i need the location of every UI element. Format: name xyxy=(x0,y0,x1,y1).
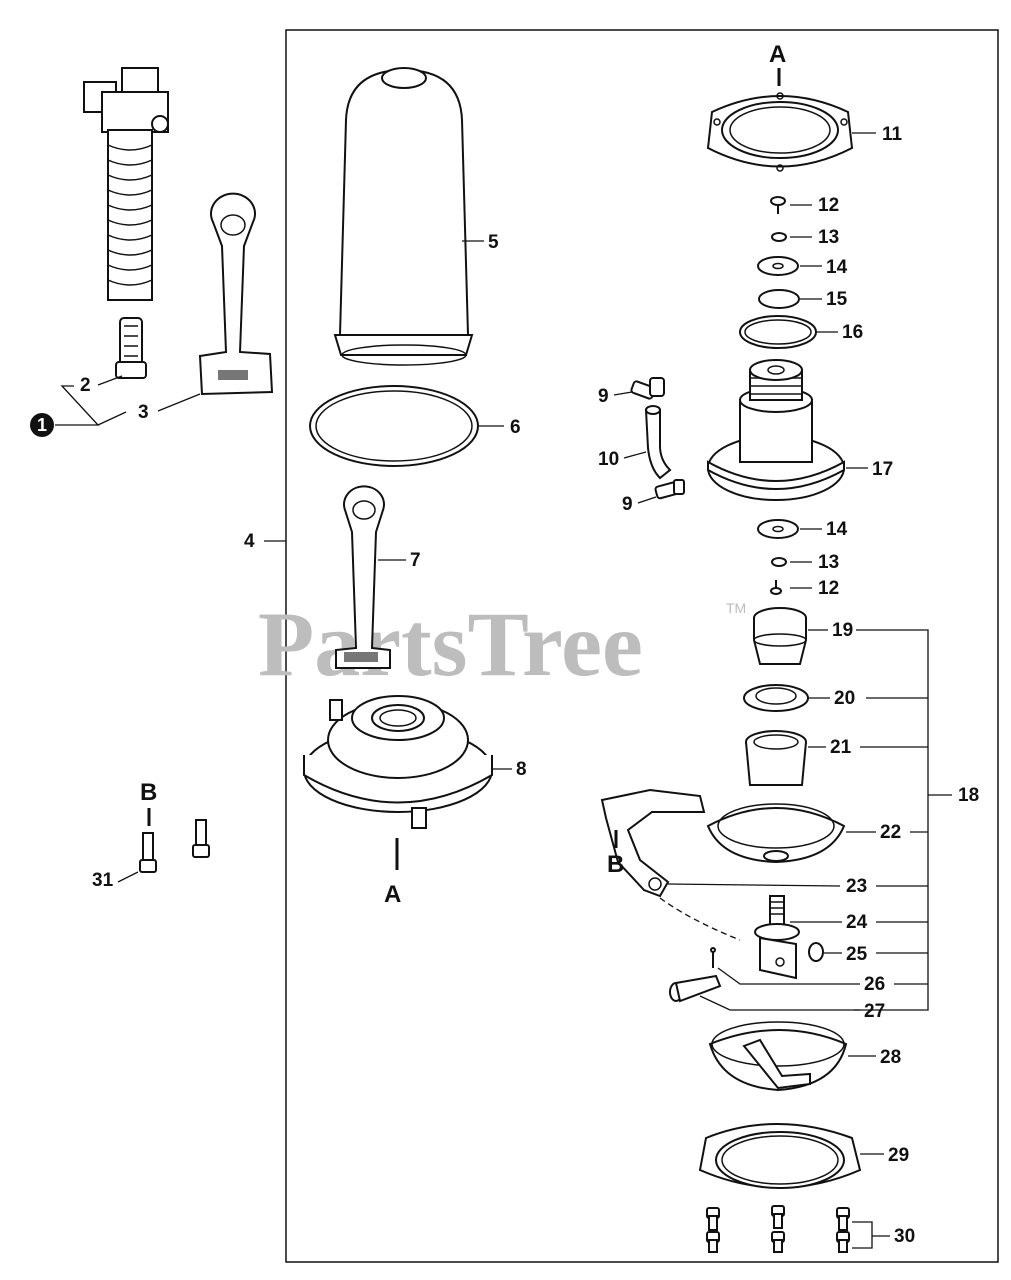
label-23: 23 xyxy=(846,876,867,897)
label-9-bottom: 9 xyxy=(622,494,633,515)
label-24: 24 xyxy=(846,912,868,933)
diaphragm-22-part[interactable] xyxy=(706,803,846,864)
stem-24-part[interactable] xyxy=(754,895,800,980)
screws-30-part[interactable] xyxy=(706,1205,850,1253)
fitting-9-top-part[interactable] xyxy=(630,377,665,400)
watermark: PartsTree xyxy=(258,593,643,695)
ref-mark-a-top: A xyxy=(769,41,786,68)
bowl-28-part[interactable] xyxy=(708,1021,848,1092)
label-7: 7 xyxy=(410,550,421,571)
strainer-part[interactable] xyxy=(115,317,147,379)
screw-12-bottom-part[interactable] xyxy=(770,580,782,595)
ref-mark-b-left: B xyxy=(140,779,157,806)
label-27: 27 xyxy=(864,1001,885,1022)
cover-plate-part[interactable] xyxy=(706,92,854,172)
label-20: 20 xyxy=(834,688,855,709)
bowl-oring-part[interactable] xyxy=(309,385,479,467)
label-2: 2 xyxy=(80,375,91,396)
label-10: 10 xyxy=(598,449,619,470)
label-15: 15 xyxy=(826,289,848,310)
label-29: 29 xyxy=(888,1145,909,1166)
wrench-large-part[interactable] xyxy=(335,485,391,669)
oring-15-part[interactable] xyxy=(758,289,800,309)
label-30: 30 xyxy=(894,1226,915,1247)
filter-bowl-part[interactable] xyxy=(333,67,474,366)
oring-16-part[interactable] xyxy=(739,315,817,349)
wrench-small-part[interactable] xyxy=(198,192,274,396)
watermark-trademark: TM xyxy=(726,600,746,616)
label-17: 17 xyxy=(872,459,893,480)
kit-callout: 1 xyxy=(30,385,127,437)
lever-23-part[interactable] xyxy=(600,788,706,898)
label-6: 6 xyxy=(510,417,521,438)
ref-mark-b-right: B xyxy=(607,851,624,878)
pin-26-part[interactable] xyxy=(710,947,716,968)
label-3: 3 xyxy=(138,402,149,423)
ref-mark-a-bottom: A xyxy=(384,881,401,908)
svg-text:1: 1 xyxy=(37,415,47,435)
assembly-18-bracket xyxy=(854,629,952,1011)
label-5: 5 xyxy=(488,232,499,253)
screw-31-part[interactable] xyxy=(139,819,210,873)
screw-12-top-part[interactable] xyxy=(770,196,786,214)
label-4: 4 xyxy=(244,531,255,552)
label-12-top: 12 xyxy=(818,195,839,216)
label-16: 16 xyxy=(842,322,863,343)
label-31: 31 xyxy=(92,870,114,891)
label-9-top: 9 xyxy=(598,386,609,407)
label-13-bottom: 13 xyxy=(818,552,839,573)
label-11: 11 xyxy=(882,124,903,145)
label-14-top: 14 xyxy=(826,257,848,278)
label-19: 19 xyxy=(832,620,853,641)
fitting-9-bottom-part[interactable] xyxy=(654,479,685,500)
washer-13-top-part[interactable] xyxy=(771,232,787,242)
label-18: 18 xyxy=(958,785,979,806)
cup-19-part[interactable] xyxy=(753,607,807,665)
label-26: 26 xyxy=(864,974,885,995)
tube-10-part[interactable] xyxy=(644,405,672,480)
label-13-top: 13 xyxy=(818,227,839,248)
clevis-pin-27-part[interactable] xyxy=(669,974,722,1003)
label-8: 8 xyxy=(516,759,527,780)
label-14-bottom: 14 xyxy=(826,519,848,540)
label-21: 21 xyxy=(830,737,852,758)
washer-14-top-part[interactable] xyxy=(757,256,799,276)
label-22: 22 xyxy=(880,822,901,843)
valve-body-part[interactable] xyxy=(83,67,169,301)
label-25: 25 xyxy=(846,944,868,965)
washer-13-bottom-part[interactable] xyxy=(771,557,787,567)
washer-25-part[interactable] xyxy=(808,942,824,962)
label-12-bottom: 12 xyxy=(818,578,839,599)
cup-21-part[interactable] xyxy=(745,730,807,786)
seat-20-part[interactable] xyxy=(743,684,809,712)
label-28: 28 xyxy=(880,1047,901,1068)
assembly-frame xyxy=(285,29,999,1263)
filter-base-part[interactable] xyxy=(303,695,493,829)
lower-plate-29-part[interactable] xyxy=(698,1123,862,1189)
washer-14-bottom-part[interactable] xyxy=(757,519,799,539)
diaphragm-housing-part[interactable] xyxy=(707,359,845,501)
